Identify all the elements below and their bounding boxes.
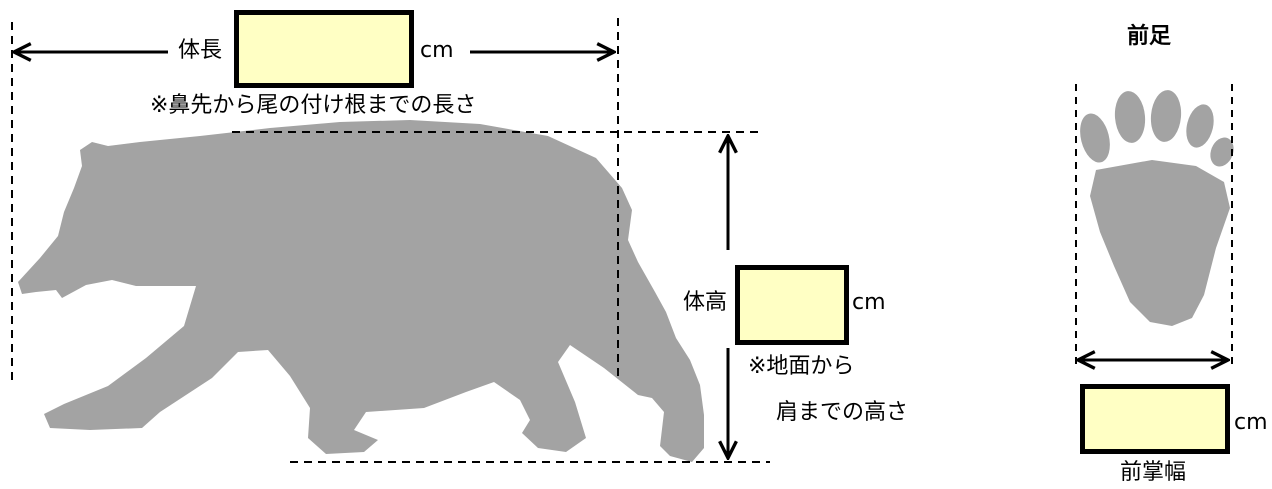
front-palm-width-unit: cm: [1234, 410, 1268, 435]
body-height-note-line1: ※地面から: [748, 354, 855, 379]
body-length-input[interactable]: [234, 10, 414, 88]
body-length-note: ※鼻先から尾の付け根までの長さ: [150, 93, 477, 118]
body-height-unit: cm: [852, 290, 886, 315]
body-length-label: 体長: [178, 38, 223, 63]
front-foot-title: 前足: [1127, 24, 1172, 49]
body-length-unit: cm: [420, 38, 454, 63]
bear-silhouette-icon: [18, 120, 704, 462]
body-height-note-line2: 肩までの高さ: [776, 400, 909, 425]
front-palm-width-label: 前掌幅: [1120, 460, 1187, 485]
body-height-label: 体高: [683, 290, 728, 315]
body-height-input[interactable]: [735, 265, 849, 345]
front-palm-width-input[interactable]: [1080, 384, 1230, 454]
bear-front-paw-icon: [1080, 90, 1234, 326]
